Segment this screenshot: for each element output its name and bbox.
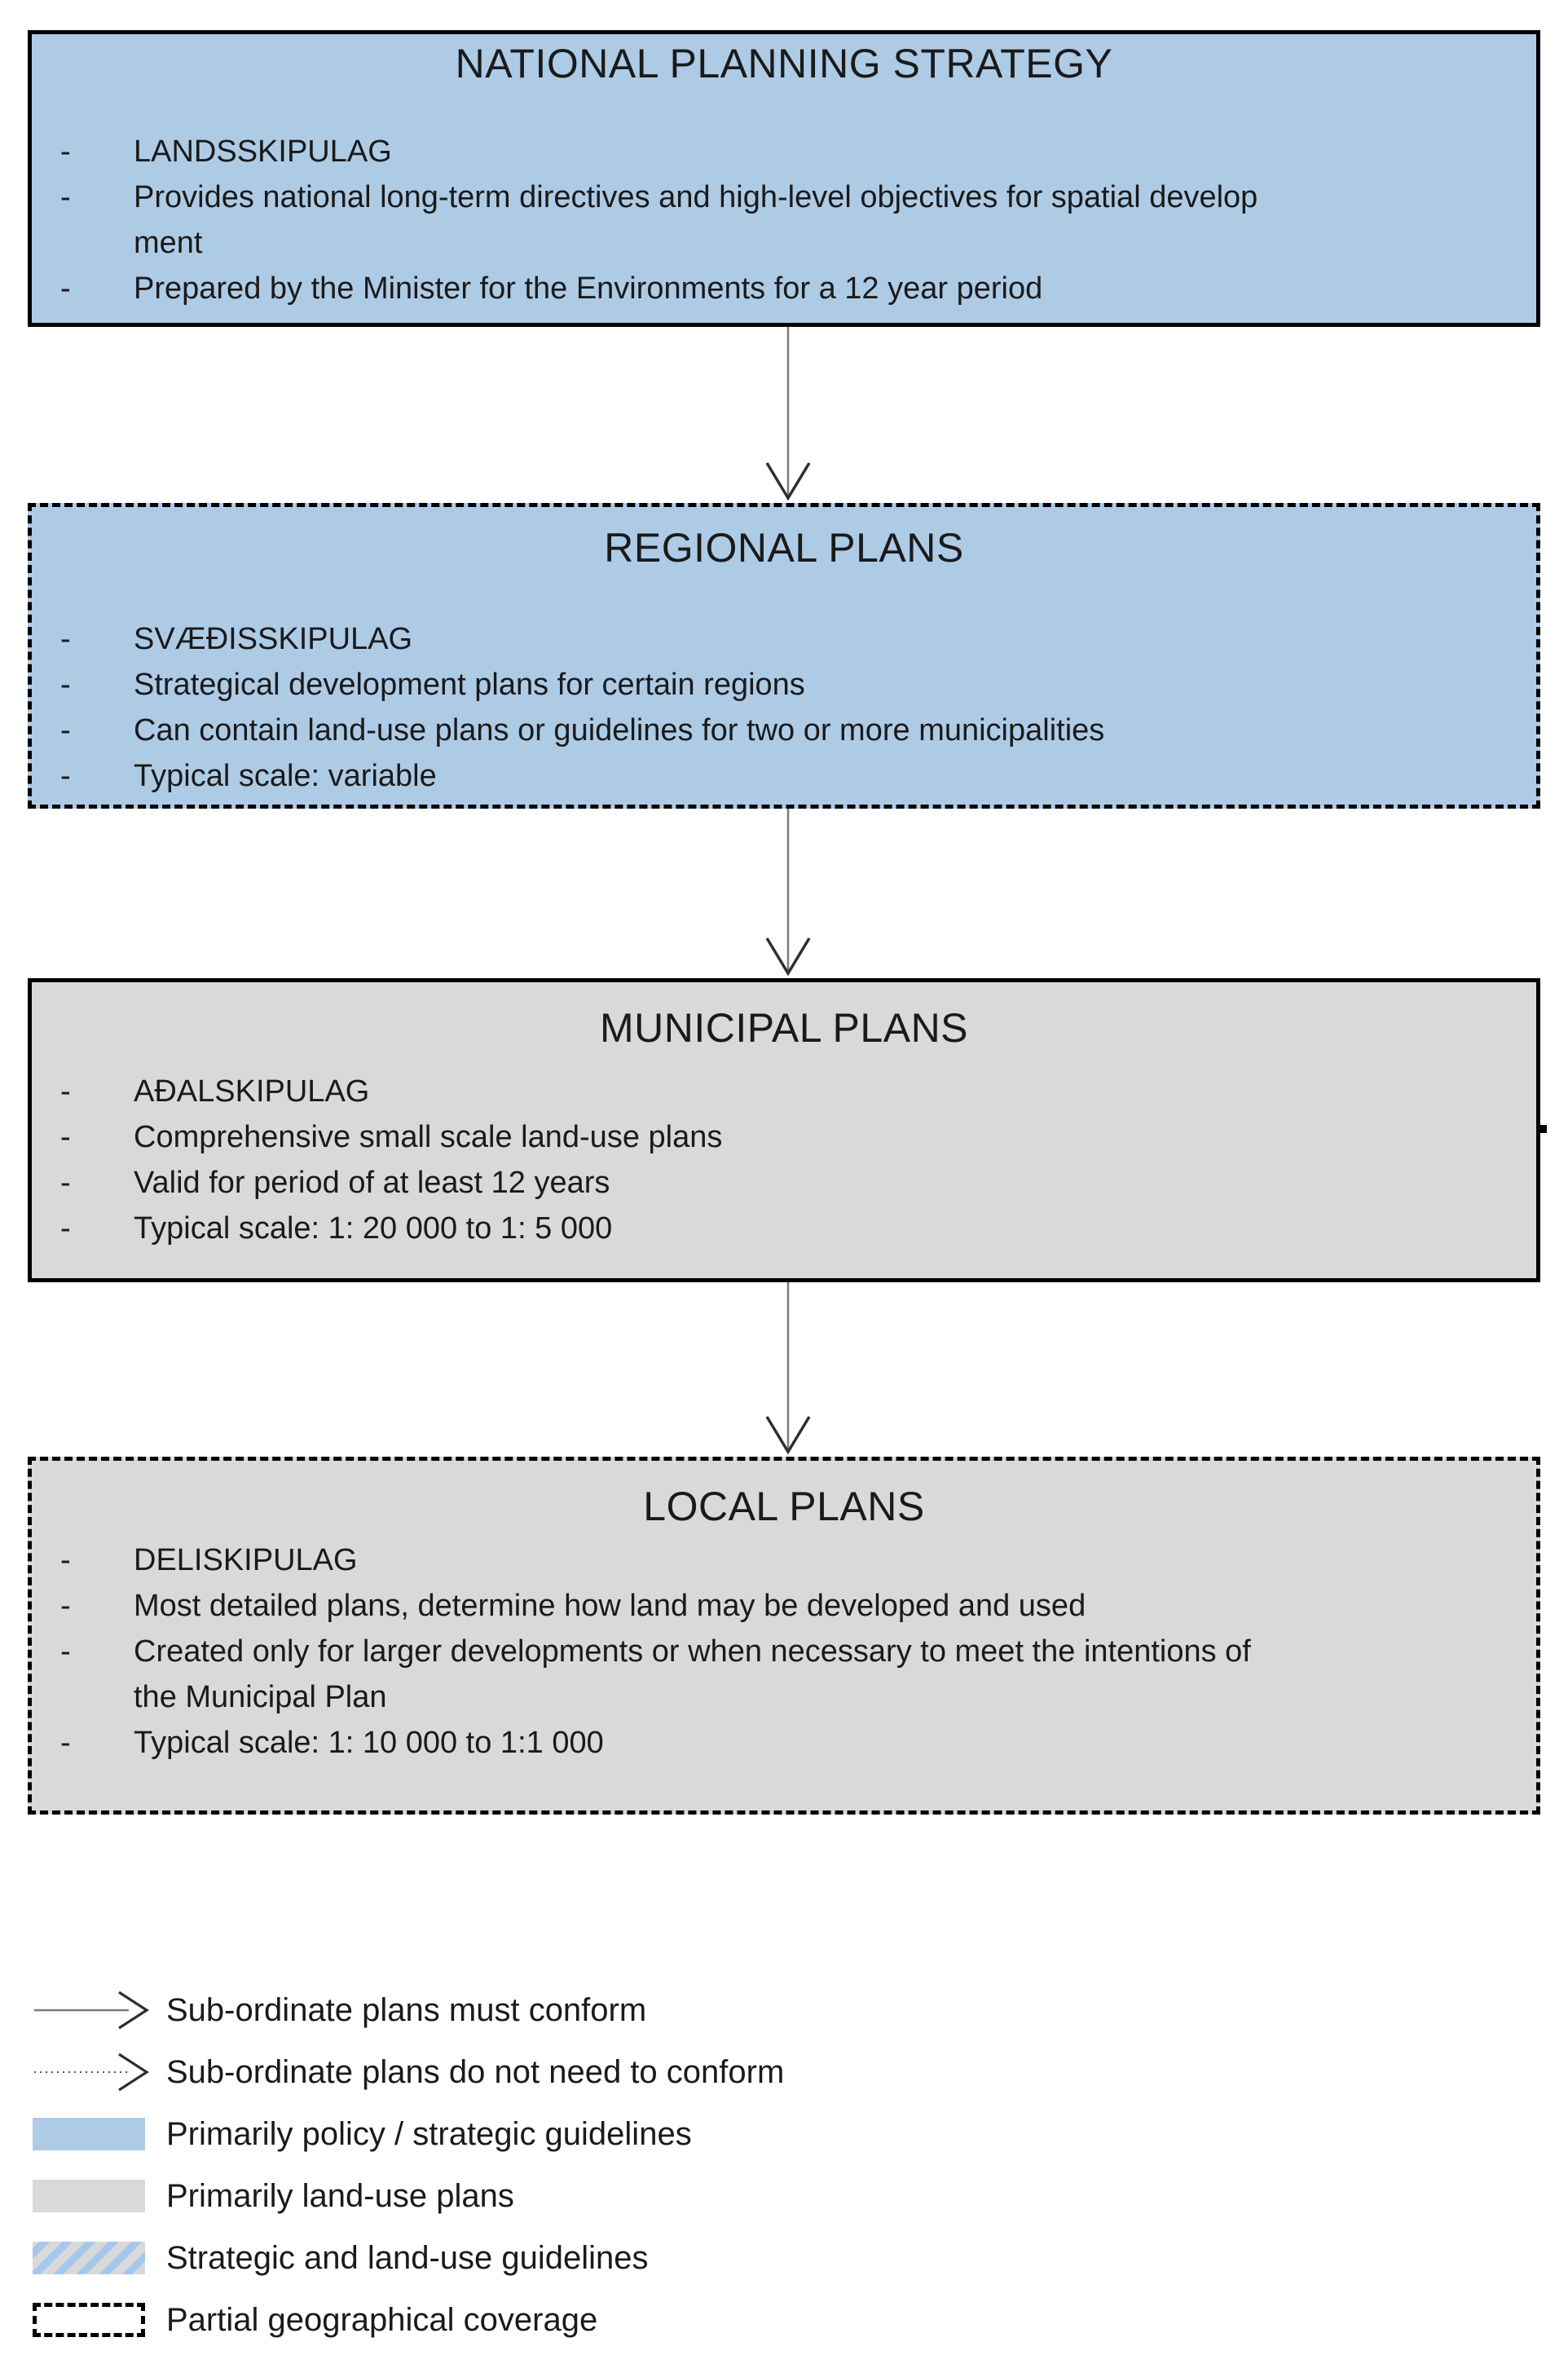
legend-label: Sub-ordinate plans must conform	[166, 1992, 647, 2028]
bullet-text: Created only for larger developments or …	[134, 1629, 1520, 1720]
bullet-dash: -	[60, 1543, 71, 1577]
legend-row: Strategic and land-use guidelines	[33, 2227, 1174, 2289]
bullet-item: - Provides national long-term directives …	[60, 174, 1520, 266]
bullet-line: Valid for period of at least 12 years	[134, 1166, 610, 1200]
bullet-line: Typical scale: 1: 10 000 to 1:1 000	[134, 1726, 604, 1760]
bullet-text: Typical scale: 1: 20 000 to 1: 5 000	[134, 1206, 1520, 1251]
box-regional-plans: REGIONAL PLANS - SVÆÐISSKIPULAG - Strategic…	[28, 503, 1540, 809]
box-municipal-plans: MUNICIPAL PLANS - AÐALSKIPULAG - Comprehens…	[28, 978, 1540, 1282]
bullet-text: Typical scale: variable	[134, 753, 1520, 799]
box-bullets: - AÐALSKIPULAG - Comprehensive small scale …	[32, 1069, 1536, 1251]
bullet-line: the Municipal Plan	[134, 1680, 387, 1714]
bullet-dash: -	[60, 135, 71, 169]
bullet-item: - Most detailed plans, determine how land…	[60, 1583, 1520, 1629]
bullet-text: LANDSSKIPULAG	[134, 129, 1520, 174]
bullet-text: Comprehensive small scale land-use plans	[134, 1114, 1520, 1160]
box-title: LOCAL PLANS	[643, 1484, 925, 1529]
bullet-line: AÐALSKIPULAG	[134, 1074, 370, 1109]
bullet-item: - Comprehensive small scale land-use plan…	[60, 1114, 1520, 1160]
bullet-item: - DELISKIPULAG	[60, 1537, 1520, 1583]
swatch-grey-icon	[33, 2180, 155, 2212]
bullet-dash: -	[60, 1120, 71, 1154]
legend-row: Primarily land-use plans	[33, 2165, 1174, 2227]
bullet-item: - Can contain land-use plans or guideline…	[60, 708, 1520, 753]
bullet-line: Typical scale: variable	[134, 759, 437, 793]
bullet-line: Typical scale: 1: 20 000 to 1: 5 000	[134, 1211, 613, 1246]
bullet-dash: -	[60, 1589, 71, 1623]
bullet-item: - Created only for larger developments or…	[60, 1629, 1520, 1720]
bullet-dash: -	[60, 1726, 71, 1760]
bullet-line: ment	[134, 226, 203, 260]
box-title: NATIONAL PLANNING STRATEGY	[455, 41, 1113, 86]
legend-label: Primarily land-use plans	[166, 2178, 514, 2214]
bullet-text: Provides national long-term directives a…	[134, 174, 1520, 266]
bullet-item: - Typical scale: 1: 10 000 to 1:1 000	[60, 1720, 1520, 1766]
bullet-dash: -	[60, 713, 71, 747]
arrow-solid-icon	[33, 1981, 155, 2040]
legend-label: Strategic and land-use guidelines	[166, 2240, 649, 2276]
swatch-blue-icon	[33, 2118, 155, 2150]
bullet-dash: -	[60, 1166, 71, 1200]
box-bullets: - SVÆÐISSKIPULAG - Strategical development …	[32, 616, 1536, 799]
bullet-line: Created only for larger developments or …	[134, 1634, 1251, 1669]
box-bullets: - DELISKIPULAG - Most detailed plans, deter…	[32, 1537, 1536, 1766]
swatch-dashed-icon	[33, 2303, 155, 2337]
box-national-planning-strategy: NATIONAL PLANNING STRATEGY - LANDSSKIPULA…	[28, 30, 1540, 327]
legend-label: Partial geographical coverage	[166, 2302, 598, 2338]
bullet-text: Can contain land-use plans or guidelines…	[134, 708, 1520, 753]
box-bullets: - LANDSSKIPULAG - Provides national long-te…	[32, 129, 1536, 311]
legend-label: Sub-ordinate plans do not need to confor…	[166, 2054, 785, 2090]
flow-arrow-icon	[739, 809, 837, 977]
bullet-dash: -	[60, 1634, 71, 1669]
bullet-dash: -	[60, 271, 71, 306]
legend-label: Primarily policy / strategic guidelines	[166, 2116, 692, 2152]
legend-row: Sub-ordinate plans do not need to confor…	[33, 2041, 1174, 2103]
bullet-dash: -	[60, 622, 71, 656]
bullet-line: Strategical development plans for certai…	[134, 668, 805, 702]
box-local-plans: LOCAL PLANS - DELISKIPULAG - Most detailed …	[28, 1457, 1540, 1815]
legend-row: Sub-ordinate plans must conform	[33, 1979, 1174, 2041]
flow-arrow-icon	[739, 1282, 837, 1455]
bullet-item: - Valid for period of at least 12 years	[60, 1160, 1520, 1206]
bullet-line: Provides national long-term directives a…	[134, 180, 1258, 214]
bullet-line: SVÆÐISSKIPULAG	[134, 622, 413, 656]
legend-row: Primarily policy / strategic guidelines	[33, 2103, 1174, 2165]
municipal-right-edge-tick	[1539, 1125, 1547, 1133]
bullet-dash: -	[60, 180, 71, 214]
bullet-line: DELISKIPULAG	[134, 1543, 358, 1577]
bullet-item: - Strategical development plans for certa…	[60, 662, 1520, 708]
flow-arrow-icon	[739, 327, 837, 501]
bullet-dash: -	[60, 668, 71, 702]
bullet-line: Prepared by the Minister for the Environ…	[134, 271, 1043, 306]
bullet-item: - Prepared by the Minister for the Enviro…	[60, 266, 1520, 311]
bullet-item: - Typical scale: variable	[60, 753, 1520, 799]
bullet-line: Can contain land-use plans or guidelines…	[134, 713, 1105, 747]
legend-row: Partial geographical coverage	[33, 2289, 1174, 2351]
bullet-text: Prepared by the Minister for the Environ…	[134, 266, 1520, 311]
bullet-text: Typical scale: 1: 10 000 to 1:1 000	[134, 1720, 1520, 1766]
bullet-item: - LANDSSKIPULAG	[60, 129, 1520, 174]
bullet-dash: -	[60, 1211, 71, 1246]
box-title: REGIONAL PLANS	[604, 525, 964, 571]
bullet-dash: -	[60, 759, 71, 793]
bullet-text: Strategical development plans for certai…	[134, 662, 1520, 708]
bullet-text: AÐALSKIPULAG	[134, 1069, 1520, 1114]
bullet-text: Valid for period of at least 12 years	[134, 1160, 1520, 1206]
bullet-text: Most detailed plans, determine how land …	[134, 1583, 1520, 1629]
bullet-line: Most detailed plans, determine how land …	[134, 1589, 1086, 1623]
bullet-line: LANDSSKIPULAG	[134, 135, 392, 169]
bullet-dash: -	[60, 1074, 71, 1109]
bullet-text: SVÆÐISSKIPULAG	[134, 616, 1520, 662]
box-title: MUNICIPAL PLANS	[599, 1005, 969, 1051]
bullet-line: Comprehensive small scale land-use plans	[134, 1120, 723, 1154]
bullet-text: DELISKIPULAG	[134, 1537, 1520, 1583]
arrow-dotted-icon	[33, 2043, 155, 2101]
bullet-item: - SVÆÐISSKIPULAG	[60, 616, 1520, 662]
bullet-item: - AÐALSKIPULAG	[60, 1069, 1520, 1114]
swatch-hatched-icon	[33, 2242, 155, 2274]
bullet-item: - Typical scale: 1: 20 000 to 1: 5 000	[60, 1206, 1520, 1251]
